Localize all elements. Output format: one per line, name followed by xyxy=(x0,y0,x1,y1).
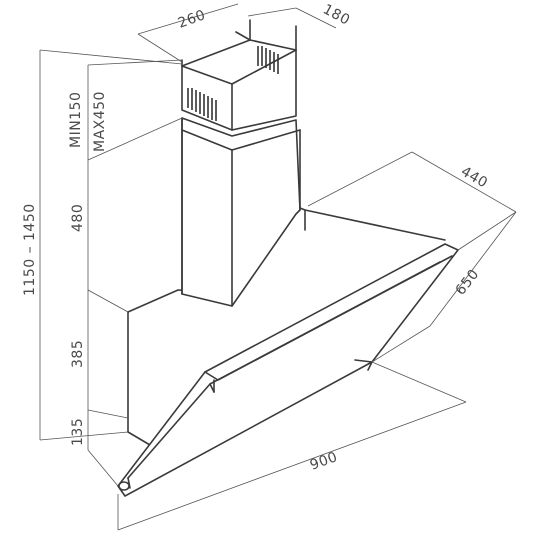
chimney-vent-slots xyxy=(187,46,279,121)
glass-panel xyxy=(117,243,459,497)
dim-chimney-depth: 180 xyxy=(320,1,352,28)
dim-total-height-range: 1150 – 1450 xyxy=(22,203,38,296)
dim-body-height: 385 xyxy=(70,340,86,368)
range-hood xyxy=(117,19,459,497)
control-knob xyxy=(118,481,130,491)
dimension-lines xyxy=(39,3,517,531)
dim-hood-width: 900 xyxy=(308,449,340,474)
dim-glass-length: 650 xyxy=(453,266,483,298)
dim-bottom-height: 135 xyxy=(70,418,86,446)
dim-chimney-overlap-max: MAX450 xyxy=(92,91,108,152)
dim-chimney-width: 260 xyxy=(176,7,208,32)
chimney xyxy=(181,19,301,307)
dim-hood-depth: 440 xyxy=(458,164,490,192)
dim-chimney-height: 480 xyxy=(70,204,86,232)
dim-chimney-overlap-min: MIN150 xyxy=(68,92,84,148)
